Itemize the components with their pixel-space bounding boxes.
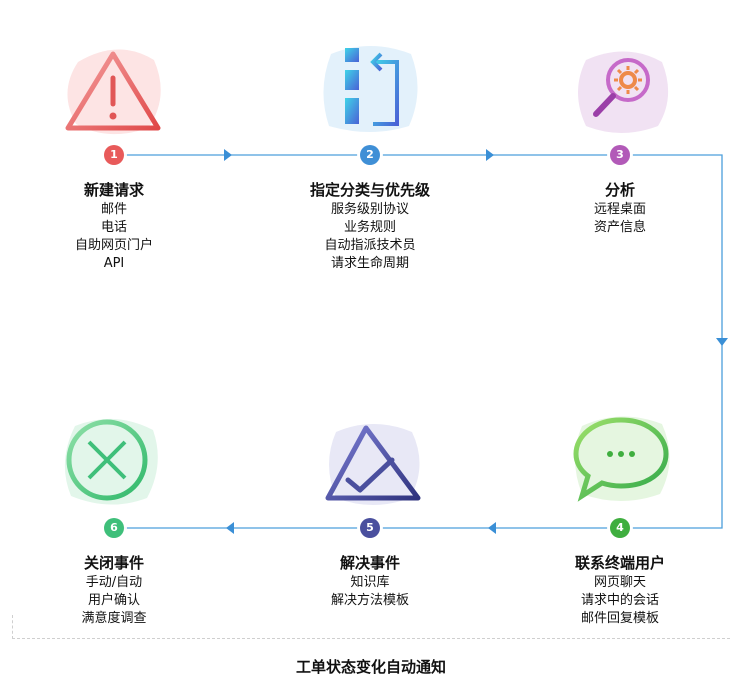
step-6-item: 手动/自动: [85, 575, 143, 590]
chat-icon: [573, 416, 670, 502]
footer-divider: [12, 615, 730, 639]
step-1-item: 邮件: [100, 202, 127, 217]
step-5-item: 知识库: [350, 575, 390, 590]
step-4-title: 联系终端用户: [574, 554, 665, 572]
step-2-item: 请求生命周期: [330, 256, 409, 271]
arrow-1-2b: [486, 149, 494, 161]
arrow-4-5: [488, 522, 496, 534]
step-1-block: 新建请求 邮件 电话 自助网页门户 API: [14, 179, 214, 273]
step-2-badge: 2: [360, 145, 380, 165]
step-4-badge: 4: [610, 518, 630, 538]
step-3-block: 分析 远程桌面 资产信息: [520, 179, 720, 237]
step-5-title: 解决事件: [339, 554, 400, 572]
step-4-item: 邮件回复模板: [580, 611, 659, 626]
arrow-3-4: [716, 338, 728, 346]
step-1-badge: 1: [104, 145, 124, 165]
arrow-5-6: [226, 522, 234, 534]
step-1-item: API: [103, 256, 125, 271]
step-3-item: 远程桌面: [593, 202, 646, 217]
close-icon: [64, 418, 158, 505]
step-4-item: 网页聊天: [593, 575, 646, 590]
step-1-item: 电话: [100, 220, 127, 235]
step-2-title: 指定分类与优先级: [309, 181, 430, 199]
step-3-badge: 3: [610, 145, 630, 165]
step-1-item: 自助网页门户: [74, 238, 153, 253]
footer-title: 工单状态变化自动通知: [295, 658, 446, 676]
step-6-badge: 6: [104, 518, 124, 538]
step-3-item: 资产信息: [593, 220, 646, 235]
step-2-item: 服务级别协议: [330, 202, 409, 217]
step-2-item: 自动指派技术员: [324, 238, 416, 253]
step-5-badge: 5: [360, 518, 380, 538]
step-5-item: 解决方法模板: [330, 593, 409, 608]
warning-icon: [65, 49, 161, 135]
step-6-item: 用户确认: [87, 593, 140, 608]
step-4-block: 联系终端用户 网页聊天 请求中的会话 邮件回复模板: [520, 552, 720, 628]
step-2-item: 业务规则: [343, 220, 396, 235]
step-4-item: 请求中的会话: [580, 593, 659, 608]
step-3-title: 分析: [604, 181, 635, 199]
step-6-item: 满意度调查: [81, 611, 147, 626]
step-6-title: 关闭事件: [83, 554, 144, 572]
step-2-block: 指定分类与优先级 服务级别协议 业务规则 自动指派技术员 请求生命周期: [270, 179, 470, 273]
magnifier-gear-icon: [578, 51, 669, 133]
step-5-block: 解决事件 知识库 解决方法模板: [270, 552, 470, 610]
step-6-block: 关闭事件 手动/自动 用户确认 满意度调查: [14, 552, 214, 628]
resolve-icon: [325, 424, 421, 505]
step-1-title: 新建请求: [83, 181, 144, 199]
arrow-1-2a: [224, 149, 232, 161]
assign-icon: [323, 46, 418, 132]
